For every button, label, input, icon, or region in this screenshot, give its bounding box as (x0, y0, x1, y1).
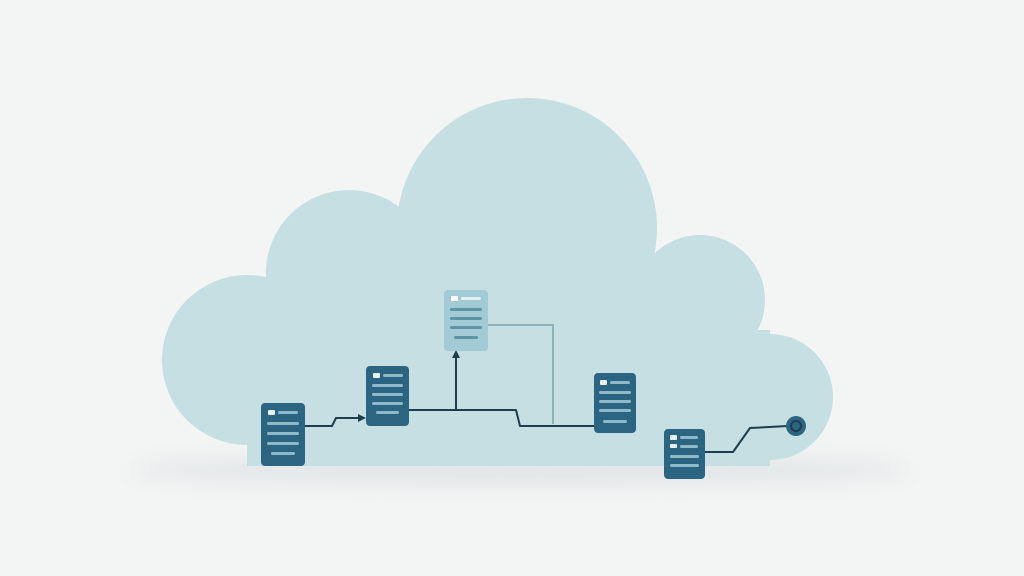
arrowhead-server-2 (358, 414, 366, 422)
link-server-3-to-bus (488, 324, 554, 424)
server-5 (664, 429, 705, 479)
server-4 (594, 373, 636, 433)
link-server-2-to-server-4 (408, 409, 595, 427)
link-server-5-to-endpoint (704, 425, 789, 453)
server-1 (261, 403, 305, 466)
connector-lines (304, 350, 789, 453)
endpoint-node-icon (786, 416, 806, 436)
server-3 (444, 290, 488, 351)
link-server-1-to-server-2 (304, 417, 361, 427)
server-2 (366, 366, 409, 426)
arrowhead-server-3 (452, 350, 460, 358)
